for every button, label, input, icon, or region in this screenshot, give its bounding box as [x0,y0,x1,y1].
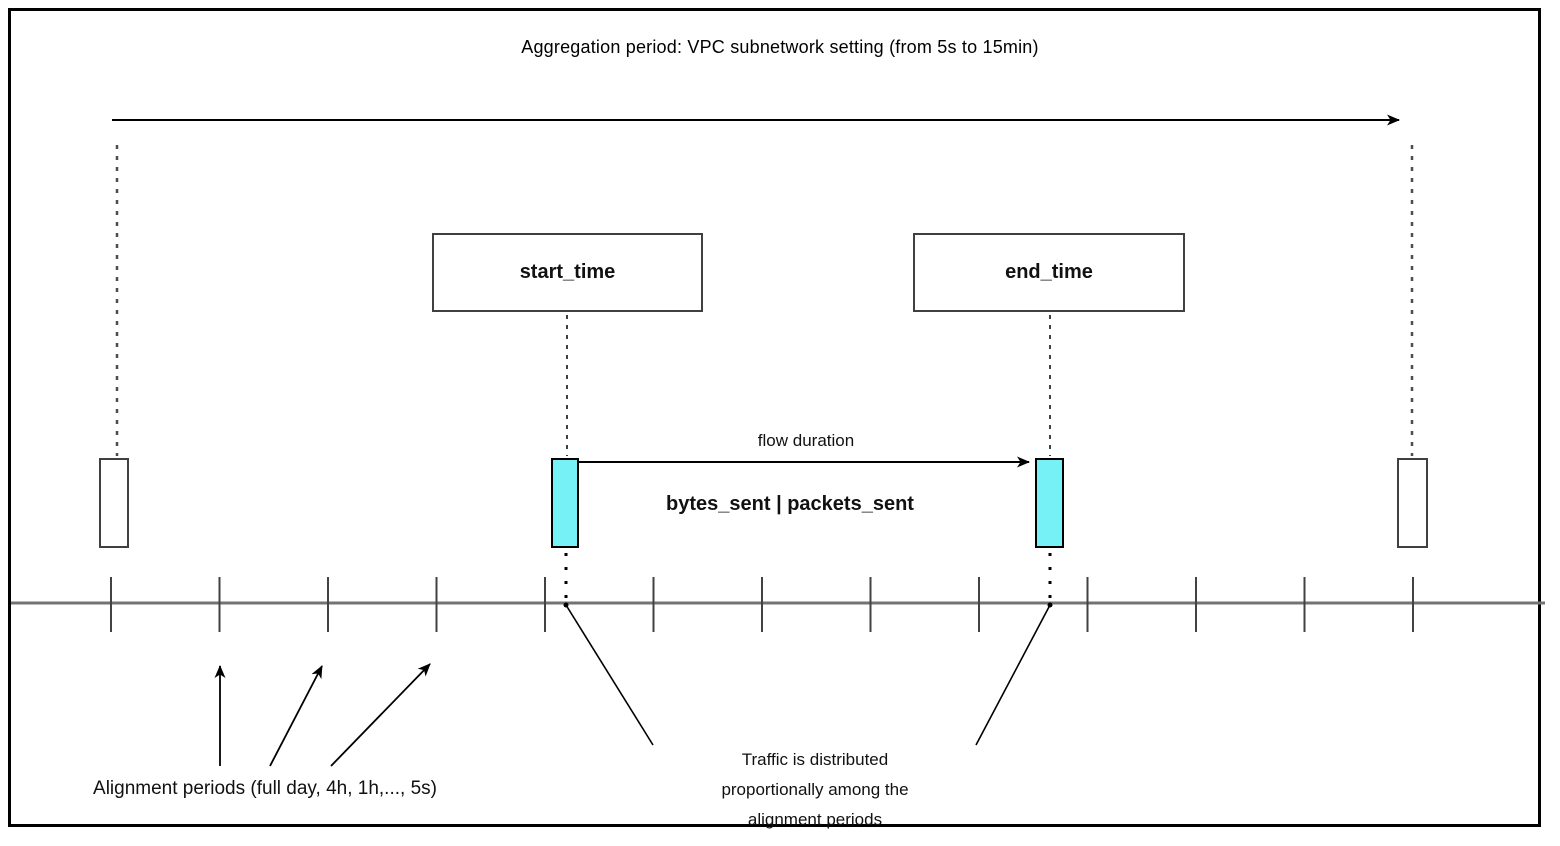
tick-marks [110,577,1414,632]
right-traffic-annotation-line [975,604,1051,746]
start-time-interval-marker [551,458,579,548]
start-time-box: start_time [432,233,703,312]
end-time-box: end_time [913,233,1185,312]
left-boundary-interval-marker [99,458,129,548]
traffic-note-line-2: proportionally among the [721,780,909,799]
traffic-note-line-3: alignment periods [747,810,883,829]
alignment-arrow-3 [330,663,431,767]
right-boundary-interval-marker [1397,458,1428,548]
start-time-box-label: start_time [519,261,616,283]
metrics-label: bytes_sent | packets_sent [666,493,914,515]
left-traffic-annotation-line [565,604,654,746]
alignment-arrow-2 [269,665,323,767]
end-time-box-label: end_time [1005,261,1093,283]
alignment-periods-label: Alignment periods (full day, 4h, 1h,...,… [93,778,437,799]
traffic-distribution-note: Traffic is distributed proportionally am… [690,745,940,835]
diagram-title: Aggregation period: VPC subnetwork setti… [521,37,1039,57]
end-time-interval-marker [1035,458,1064,548]
flow-duration-label: flow duration [757,431,855,450]
traffic-note-line-1: Traffic is distributed [741,750,889,769]
